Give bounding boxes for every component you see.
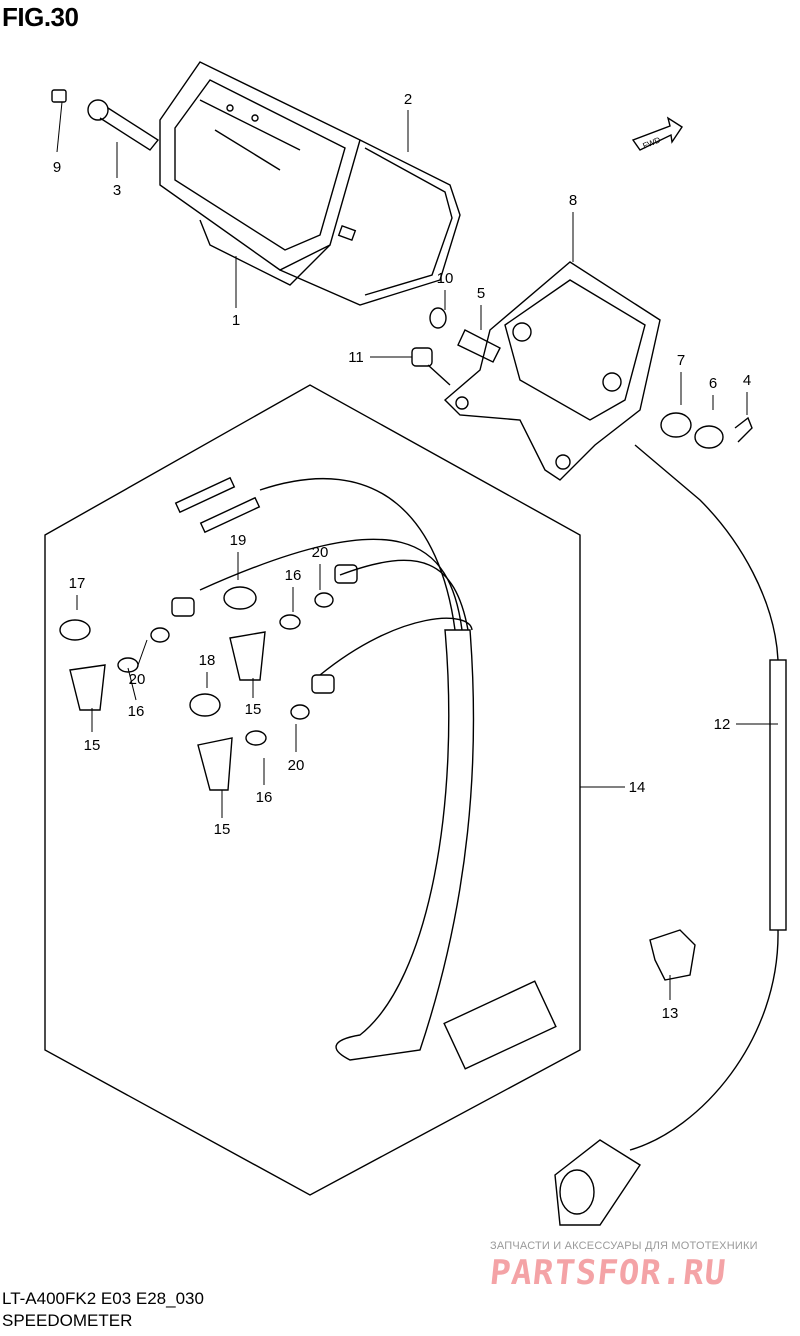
callout-label-6: 6: [709, 375, 717, 392]
callout-label-9: 9: [53, 159, 61, 176]
callout-label-4: 4: [743, 372, 751, 389]
callout-label-15: 15: [84, 737, 101, 754]
screw-11: [411, 347, 451, 386]
wire-harness: [174, 476, 557, 1070]
callout-label-16: 16: [256, 789, 273, 806]
callout-label-10: 10: [437, 270, 454, 287]
callout-leader-16: [127, 667, 137, 701]
callout-label-19: 19: [230, 532, 247, 549]
meter-bracket: [443, 261, 661, 481]
socket-5: [457, 329, 501, 363]
gear-and-shaft: [51, 89, 160, 151]
callout-label-18: 18: [199, 652, 216, 669]
bulbs-and-sockets: [59, 564, 358, 791]
callout-label-16: 16: [285, 567, 302, 584]
callout-label-11: 11: [348, 349, 364, 366]
watermark-subtitle: ЗАПЧАСТИ И АКСЕССУАРЫ ДЛЯ МОТОТЕХНИКИ: [490, 1240, 758, 1252]
speedometer-cable: [554, 444, 787, 1226]
bulb-10: [429, 307, 447, 329]
model-code: LT-A400FK2 E03 E28_030: [2, 1289, 204, 1308]
harness-kit-outline: [44, 384, 581, 1196]
speedometer-housing: [159, 61, 461, 306]
grommet-7: [660, 412, 692, 438]
callout-label-7: 7: [677, 352, 685, 369]
callout-label-5: 5: [477, 285, 485, 302]
callout-label-15: 15: [245, 701, 262, 718]
clamp-13: [649, 929, 696, 981]
callout-leader-20: [136, 639, 148, 669]
callout-label-15: 15: [214, 821, 231, 838]
callout-label-20: 20: [288, 757, 305, 774]
callout-leader-9: [56, 101, 63, 153]
fwd-arrow-icon: [631, 116, 683, 151]
pin-4: [734, 416, 753, 443]
callout-label-3: 3: [113, 182, 121, 199]
watermark-logo: PARTSFOR.RU: [487, 1253, 729, 1293]
callout-label-14: 14: [629, 779, 646, 796]
callout-label-17: 17: [69, 575, 86, 592]
figure-title: FIG.30: [2, 2, 79, 32]
section-name: SPEEDOMETER: [2, 1311, 133, 1330]
callout-label-1: 1: [232, 312, 240, 329]
callout-label-13: 13: [662, 1005, 679, 1022]
callout-label-8: 8: [569, 192, 577, 209]
callout-label-16: 16: [128, 703, 145, 720]
callout-label-2: 2: [404, 91, 412, 108]
washer-6: [694, 425, 724, 449]
callout-label-20: 20: [312, 544, 329, 561]
callout-label-20: 20: [129, 671, 146, 688]
callout-label-12: 12: [714, 716, 731, 733]
